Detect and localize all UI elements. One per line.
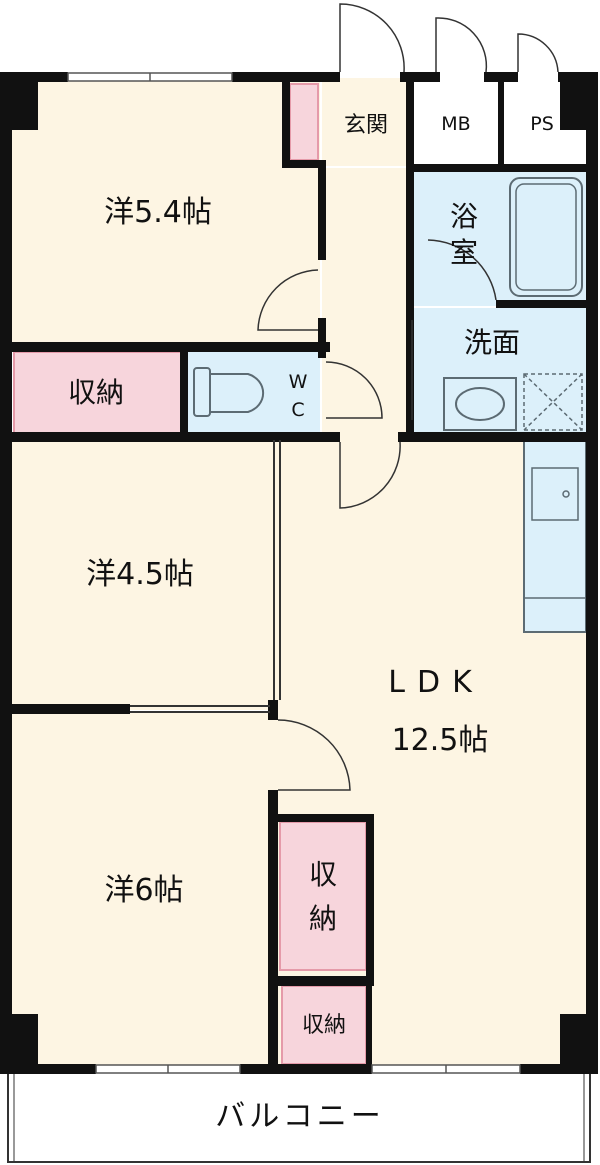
room-label-ldk: LDK xyxy=(388,665,484,700)
kitchen-counter-icon xyxy=(523,439,587,633)
room-label-storage-top: 収納 xyxy=(68,376,124,409)
thin-partitions xyxy=(130,440,281,713)
balcony-area xyxy=(7,1071,591,1163)
room-label-senmen: 洗面 xyxy=(464,326,520,359)
room-western-54-floor xyxy=(10,78,320,344)
genkan-floor xyxy=(322,78,408,166)
room-label-bath-2: 室 xyxy=(450,236,478,269)
room-label-balcony: バルコニー xyxy=(215,1099,384,1134)
hallway-floor xyxy=(322,168,408,436)
washing-machine-icon xyxy=(523,373,583,431)
genkan-storage-fill xyxy=(289,83,319,161)
windows xyxy=(67,72,521,1074)
storage-mid-fill xyxy=(279,821,367,971)
room-label-mb: MB xyxy=(441,113,470,135)
room-western-45-floor xyxy=(10,440,276,710)
room-label-western-45: 洋4.5帖 xyxy=(86,557,194,592)
room-label-wc-2: C xyxy=(291,399,304,421)
bathtub-icon xyxy=(509,177,583,297)
washbasin-bowl xyxy=(455,387,505,421)
room-label-western-54: 洋5.4帖 xyxy=(104,195,212,230)
kitchen-sink-icon xyxy=(531,467,579,521)
room-western-6-floor xyxy=(10,712,276,1068)
room-label-storage-mid-1: 収 xyxy=(309,858,337,891)
walls xyxy=(0,72,598,1074)
room-label-bath-1: 浴 xyxy=(450,200,478,233)
bathtub-inner xyxy=(515,183,577,291)
room-label-genkan: 玄関 xyxy=(344,113,388,138)
mb-floor xyxy=(412,78,500,166)
toilet-icon xyxy=(193,367,265,417)
room-label-storage-bottom: 収納 xyxy=(302,1013,346,1038)
room-label-wc-1: W xyxy=(289,371,308,393)
washbasin-icon xyxy=(443,377,517,431)
room-label-ps: PS xyxy=(530,113,554,135)
door-swings xyxy=(257,3,559,791)
kitchen-drain-icon xyxy=(562,490,570,498)
room-label-western-6: 洋6帖 xyxy=(104,873,183,908)
room-label-ldk-size: 12.5帖 xyxy=(392,723,489,758)
room-label-storage-mid-2: 納 xyxy=(309,902,337,935)
